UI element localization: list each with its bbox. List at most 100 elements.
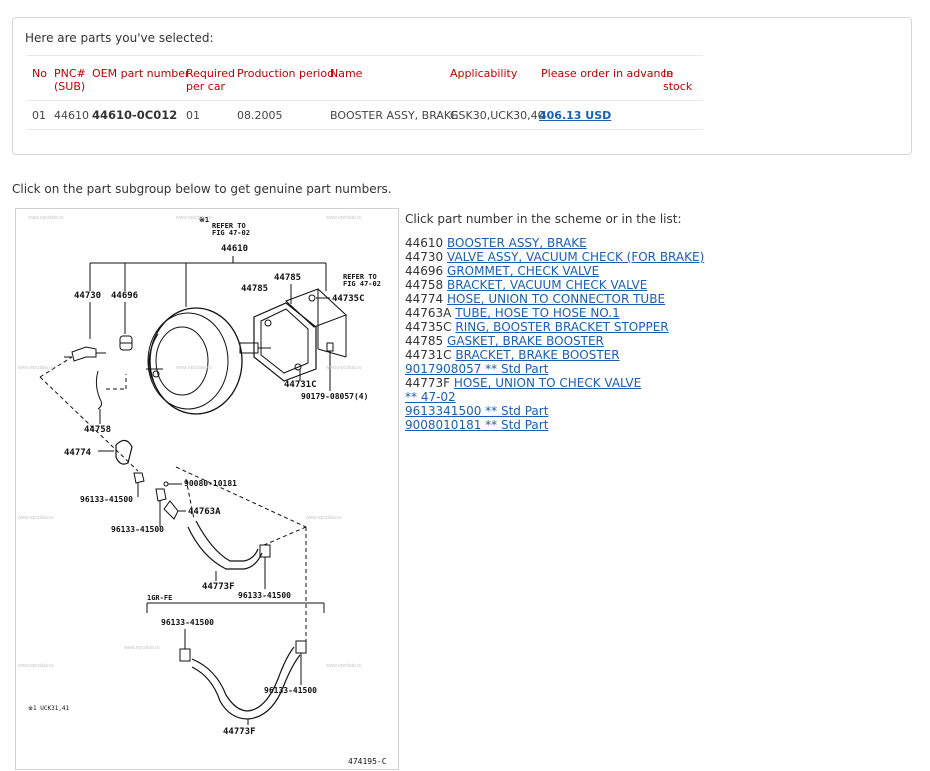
svg-text:www.epcdata.ru: www.epcdata.ru — [326, 365, 362, 371]
selected-parts-heading: Here are parts you've selected: — [25, 31, 214, 45]
list-item-link[interactable]: HOSE, UNION TO CONNECTOR TUBE — [447, 292, 666, 306]
column-header-required: Required per car — [186, 67, 235, 93]
parts-diagram[interactable]: ※1 REFER TO FIG 47-02 44610 REFER TO FIG… — [15, 208, 399, 770]
list-item-link[interactable]: GASKET, BRAKE BOOSTER — [447, 334, 604, 348]
diagram-label-44735c[interactable]: 44735C — [332, 294, 365, 304]
diagram-label-44773fa[interactable]: 44773F — [202, 582, 235, 592]
list-item-link[interactable]: 9017908057 ** Std Part — [405, 362, 549, 376]
list-item: 44774 HOSE, UNION TO CONNECTOR TUBE — [405, 292, 905, 306]
list-item-link[interactable]: RING, BOOSTER BRACKET STOPPER — [455, 320, 669, 334]
row-pnc: 44610 — [54, 109, 89, 122]
list-item-link[interactable]: BRACKET, BRAKE BOOSTER — [455, 348, 620, 362]
column-header-pnc-label: PNC# — [54, 67, 86, 80]
column-header-order: Please order in advance — [541, 67, 674, 80]
column-header-oem: OEM part number — [92, 67, 190, 80]
list-item-pnc: 44758 — [405, 278, 444, 292]
svg-text:www.epcdata.ru: www.epcdata.ru — [176, 365, 212, 371]
column-header-required-sub: per car — [186, 80, 226, 93]
diagram-label-engine: 1GR-FE — [147, 594, 172, 602]
list-item: 44731C BRACKET, BRAKE BOOSTER — [405, 348, 905, 362]
list-item: 44785 GASKET, BRAKE BOOSTER — [405, 334, 905, 348]
diagram-label-44610[interactable]: 44610 — [221, 244, 248, 254]
diagram-label-note: ※1 UCK31,41 — [28, 705, 70, 712]
column-header-no: No — [32, 67, 47, 80]
list-item-link[interactable]: TUBE, HOSE TO HOSE NO.1 — [455, 306, 620, 320]
row-period: 08.2005 — [237, 109, 283, 122]
diagram-label-44730[interactable]: 44730 — [74, 291, 101, 301]
column-header-pnc-sub: (SUB) — [54, 80, 86, 93]
diagram-label-96133b[interactable]: 96133-41500 — [111, 525, 164, 534]
row-required: 01 — [186, 109, 200, 122]
column-header-stock: In stock — [663, 67, 693, 93]
selected-parts-panel: Here are parts you've selected: No PNC# … — [12, 17, 912, 155]
diagram-label-96133d[interactable]: 96133-41500 — [161, 618, 214, 627]
row-price-link[interactable]: 406.13 USD — [539, 109, 612, 122]
svg-text:www.epcdata.ru: www.epcdata.ru — [18, 515, 54, 521]
svg-text:www.epcdata.ru: www.epcdata.ru — [176, 215, 212, 221]
list-item-pnc: 44696 — [405, 264, 444, 278]
list-item-pnc: 44774 — [405, 292, 444, 306]
svg-text:www.epcdata.ru: www.epcdata.ru — [18, 365, 54, 371]
list-item: 44730 VALVE ASSY, VACUUM CHECK (FOR BRAK… — [405, 250, 905, 264]
diagram-label-96133e[interactable]: 96133-41500 — [264, 686, 317, 695]
svg-text:www.epcdata.ru: www.epcdata.ru — [18, 663, 54, 669]
list-item-link[interactable]: ** 47-02 — [405, 390, 456, 404]
list-item: 44763A TUBE, HOSE TO HOSE NO.1 — [405, 306, 905, 320]
row-bottom-divider — [26, 129, 703, 130]
list-item: 44610 BOOSTER ASSY, BRAKE — [405, 236, 905, 250]
column-header-name: Name — [330, 67, 363, 80]
list-item-pnc: 44610 — [405, 236, 444, 250]
column-header-required-label: Required — [186, 67, 235, 80]
svg-text:www.epcdata.ru: www.epcdata.ru — [306, 515, 342, 521]
diagram-label-44785a[interactable]: 44785 — [274, 273, 301, 283]
list-item: 9613341500 ** Std Part — [405, 404, 905, 418]
list-item-link[interactable]: BRACKET, VACUUM CHECK VALVE — [447, 278, 648, 292]
row-no: 01 — [32, 109, 46, 122]
diagram-label-refer1: REFER TO — [212, 222, 246, 230]
list-item-pnc: 44735C — [405, 320, 452, 334]
list-item: 44773F HOSE, UNION TO CHECK VALVE — [405, 376, 905, 390]
subgroup-hint: Click on the part subgroup below to get … — [12, 182, 392, 196]
svg-text:www.epcdata.ru: www.epcdata.ru — [28, 215, 64, 221]
diagram-label-44696[interactable]: 44696 — [111, 291, 138, 301]
table-top-divider — [26, 55, 703, 56]
diagram-label-44731c[interactable]: 44731C — [284, 380, 317, 390]
list-item-pnc: 44763A — [405, 306, 452, 320]
diagram-label-44785b[interactable]: 44785 — [241, 284, 268, 294]
diagram-label-96133c[interactable]: 96133-41500 — [238, 591, 291, 600]
booster-shape — [149, 307, 243, 415]
svg-text:www.epcdata.ru: www.epcdata.ru — [326, 663, 362, 669]
list-item-link[interactable]: 9613341500 ** Std Part — [405, 404, 549, 418]
diagram-label-44763a[interactable]: 44763A — [188, 507, 221, 517]
column-header-applicability: Applicability — [450, 67, 518, 80]
parts-diagram-svg: ※1 REFER TO FIG 47-02 44610 REFER TO FIG… — [18, 215, 387, 766]
list-item-link[interactable]: HOSE, UNION TO CHECK VALVE — [453, 376, 642, 390]
diagram-label-96133a[interactable]: 96133-41500 — [80, 495, 133, 504]
diagram-label-44758[interactable]: 44758 — [84, 425, 111, 435]
diagram-label-refer1b: FIG 47-02 — [212, 229, 250, 237]
diagram-label-code: 474195-C — [348, 757, 387, 766]
diagram-label-mark1: ※1 — [199, 216, 209, 224]
row-applicability: GSK30,UCK30,40 — [450, 109, 545, 122]
list-item-link[interactable]: GROMMET, CHECK VALVE — [447, 264, 600, 278]
list-item: 44758 BRACKET, VACUUM CHECK VALVE — [405, 278, 905, 292]
column-header-period: Production period — [237, 67, 335, 80]
diagram-label-refer2: REFER TO — [343, 273, 377, 281]
column-header-pnc: PNC# (SUB) — [54, 67, 86, 93]
list-item: ** 47-02 — [405, 390, 905, 404]
list-item-pnc: 44730 — [405, 250, 444, 264]
parts-list-title: Click part number in the scheme or in th… — [405, 212, 682, 226]
diagram-label-90179[interactable]: 90179-08057(4) — [301, 392, 368, 401]
parts-list-panel: Click part number in the scheme or in th… — [405, 212, 905, 432]
diagram-label-44773fb[interactable]: 44773F — [223, 727, 256, 737]
list-item-link[interactable]: 9008010181 ** Std Part — [405, 418, 549, 432]
list-item-link[interactable]: VALVE ASSY, VACUUM CHECK (FOR BRAKE) — [447, 250, 705, 264]
header-divider — [26, 100, 703, 101]
list-item-pnc: 44731C — [405, 348, 452, 362]
list-item: 44735C RING, BOOSTER BRACKET STOPPER — [405, 320, 905, 334]
row-name: BOOSTER ASSY, BRAKE — [330, 109, 459, 122]
svg-text:www.epcdata.ru: www.epcdata.ru — [124, 645, 160, 651]
list-item-link[interactable]: BOOSTER ASSY, BRAKE — [447, 236, 587, 250]
diagram-label-44774[interactable]: 44774 — [64, 448, 92, 458]
